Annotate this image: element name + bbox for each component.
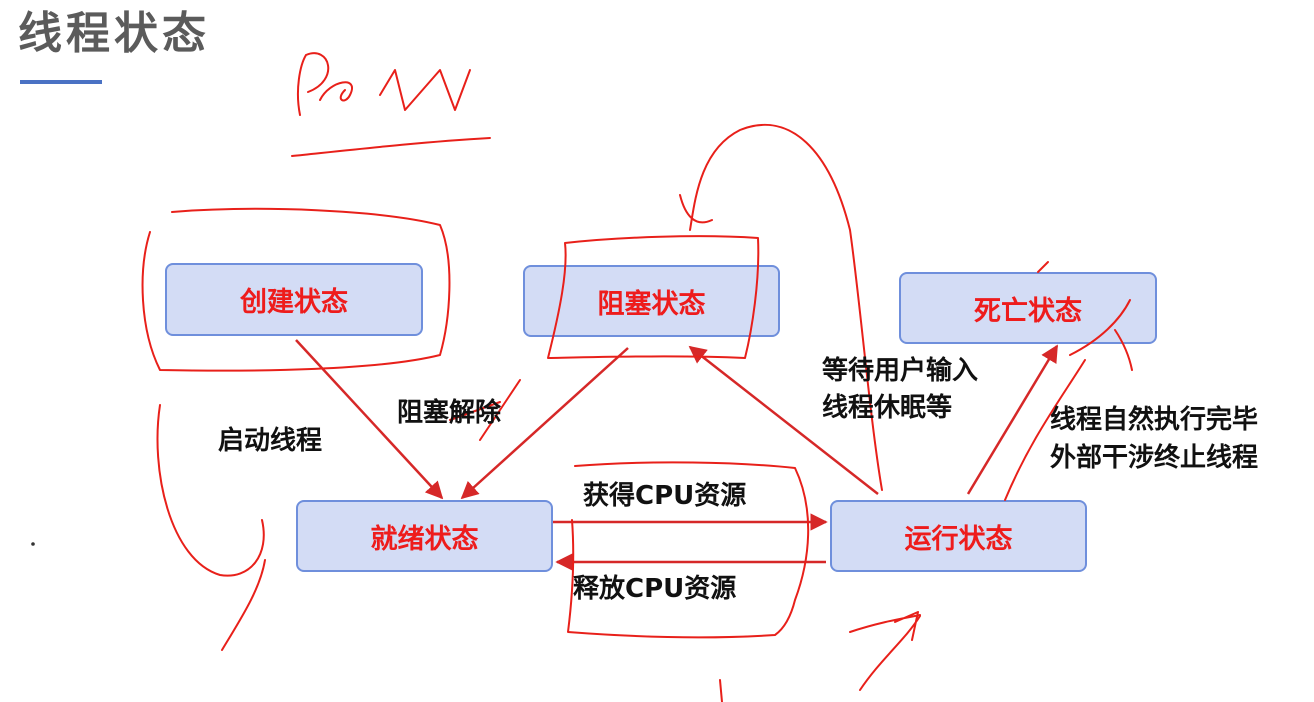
state-ready: 就绪状态 — [296, 500, 553, 572]
label-release-cpu: 释放CPU资源 — [573, 574, 737, 604]
scribble-top — [296, 52, 471, 116]
tick-dead — [1037, 261, 1049, 273]
loop-around-create — [141, 207, 451, 372]
label-wait-input: 等待用户输入 — [822, 356, 979, 386]
loop-around-cpu-labels — [567, 461, 810, 639]
slide-title: 线程状态 — [18, 8, 210, 59]
state-dead: 死亡状态 — [899, 272, 1157, 344]
title-underline — [20, 80, 102, 84]
label-natural-finish: 线程自然执行完毕 — [1050, 405, 1259, 435]
stroke-bottom — [719, 679, 723, 702]
stray-dot — [31, 542, 35, 546]
label-start-thread: 启动线程 — [218, 426, 323, 456]
label-unblock: 阻塞解除 — [397, 398, 502, 428]
loop-running-to-blocked — [679, 124, 883, 491]
loop-around-blocked — [547, 235, 760, 359]
label-thread-sleep: 线程休眠等 — [822, 393, 953, 423]
scribble-top-underline — [291, 137, 491, 157]
state-running: 运行状态 — [830, 500, 1087, 572]
arrow-running-to-dead — [966, 344, 1059, 495]
label-external-stop: 外部干涉终止线程 — [1050, 443, 1259, 473]
state-blocked: 阻塞状态 — [523, 265, 780, 337]
arrow-create-to-ready — [295, 339, 444, 500]
arc-left-bottom — [156, 404, 266, 651]
arrow-running-to-blocked — [688, 345, 879, 495]
hook-dead — [1004, 299, 1133, 501]
mark-unblock — [449, 379, 521, 441]
arrow-blocked-to-ready — [460, 347, 629, 500]
arrow-bottom-right — [849, 611, 921, 691]
label-get-cpu: 获得CPU资源 — [583, 481, 747, 511]
state-create: 创建状态 — [165, 263, 423, 336]
